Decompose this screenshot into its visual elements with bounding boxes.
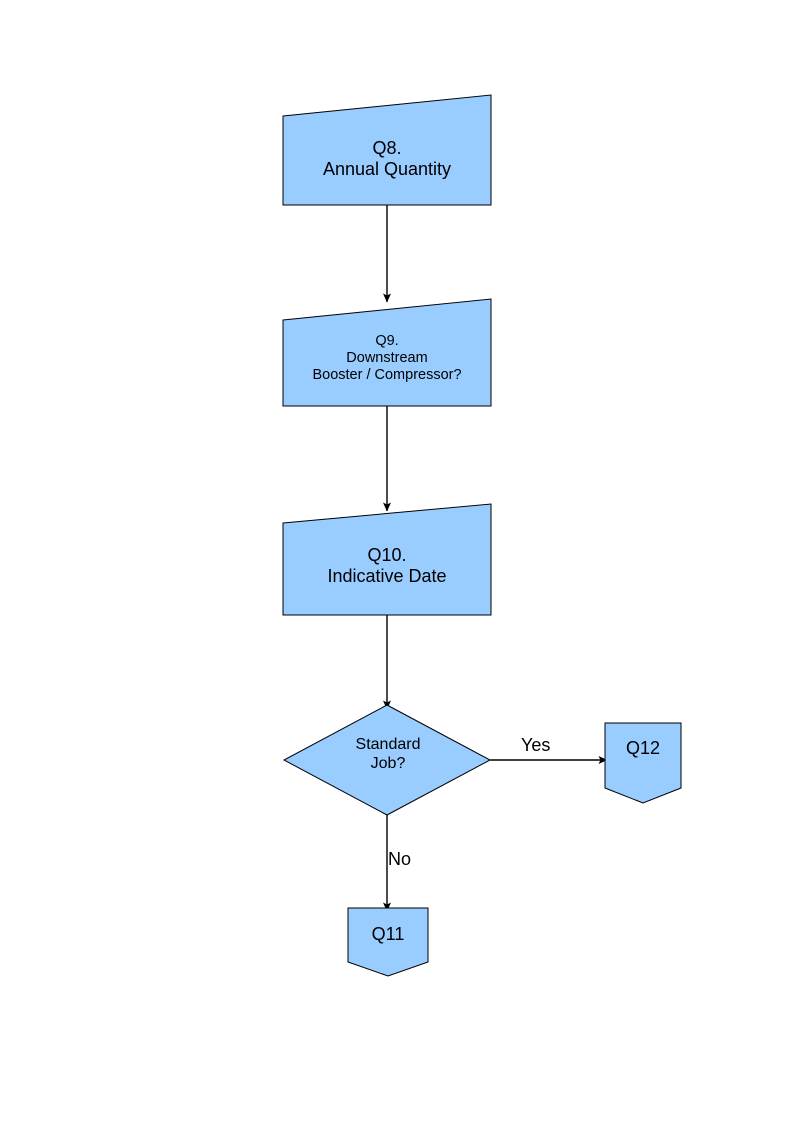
edge-label-no: No [388, 849, 412, 869]
node-q11[interactable] [347, 907, 429, 977]
node-q9[interactable] [282, 298, 492, 407]
edge-label-yes: Yes [521, 735, 551, 755]
node-q10[interactable] [282, 503, 492, 616]
node-q8[interactable] [282, 94, 492, 206]
node-decision-standard-job[interactable] [282, 704, 492, 816]
node-q12[interactable] [604, 722, 682, 804]
